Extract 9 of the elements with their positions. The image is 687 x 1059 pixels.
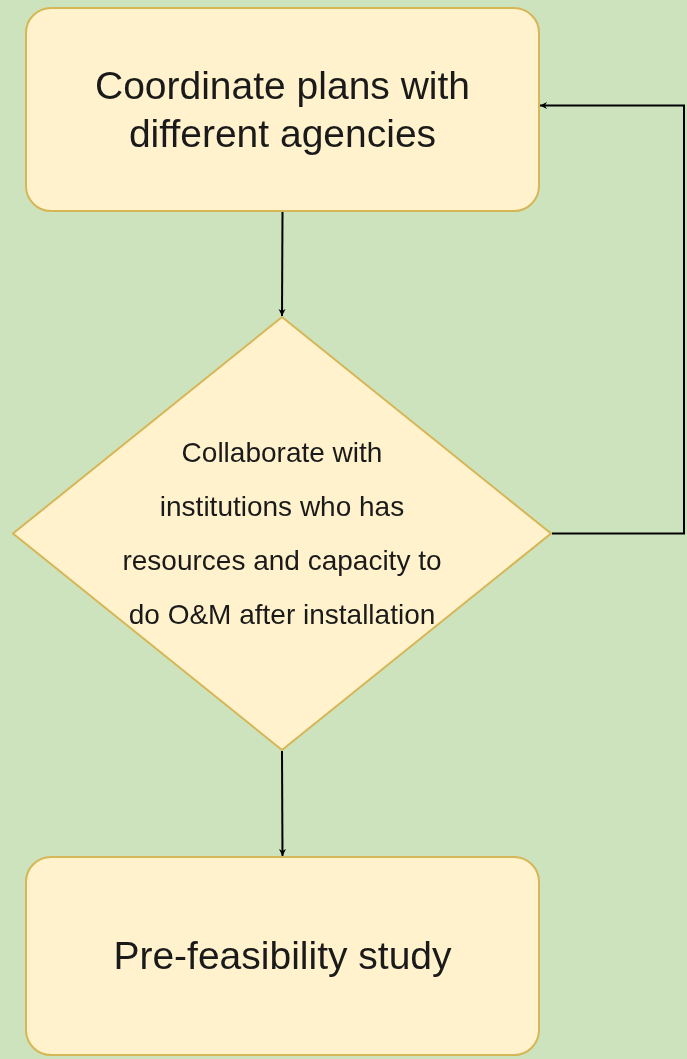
node-text: Pre-feasibility study	[113, 933, 452, 979]
arrow	[539, 101, 685, 535]
decision-diamond	[12, 316, 552, 751]
arrow	[278, 750, 286, 857]
node-text: Collaborate with institutions who has resources and capacity to do O&M after installation	[121, 435, 443, 632]
node-text: Coordinate plans with different agencies	[93, 62, 472, 157]
process-box	[25, 7, 540, 212]
process-box	[25, 856, 540, 1056]
arrow	[278, 211, 286, 317]
